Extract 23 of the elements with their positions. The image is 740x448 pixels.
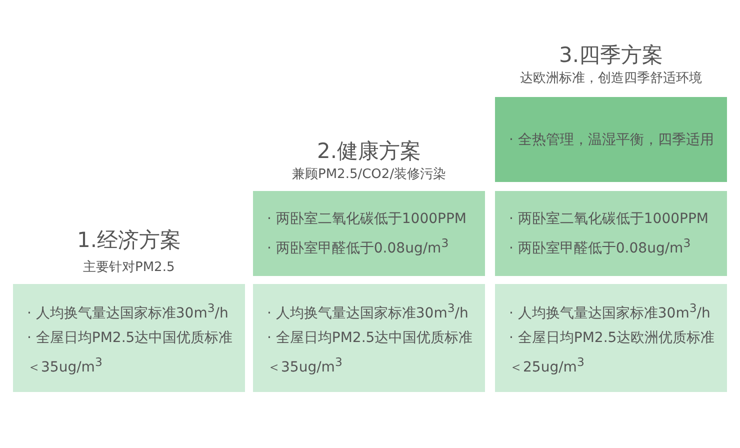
plan-heading: 1.经济方案 — [77, 227, 182, 254]
plan-subtitle: 主要针对PM2.5 — [83, 259, 175, 276]
plan-box — [495, 284, 727, 392]
bullet-text: · 全屋日均PM2.5达中国优质标准＜35ug/m$^{3}$ — [27, 329, 234, 378]
bullet-text: · 全屋日均PM2.5达中国优质标准＜35ug/m$^{3}$ — [267, 329, 474, 378]
plan-subtitle: 兼顾PM2.5/CO2/装修污染 — [292, 166, 446, 183]
plan-heading: 3.四季方案 — [559, 42, 664, 69]
bullet-text: · 人均换气量达国家标准30m$^{3}$/h — [267, 300, 470, 324]
bullet-text: · 两卧室甲醛低于0.08ug/m$^{3}$ — [267, 234, 450, 258]
bullet-text: · 人均换气量达国家标准30m$^{3}$/h — [509, 300, 712, 324]
bullet-text: · 两卧室二氧化碳低于1000PPM — [267, 210, 468, 229]
plan-heading: 2.健康方案 — [317, 138, 422, 165]
plan-box — [495, 97, 727, 182]
bullet-text: · 两卧室甲醛低于0.08ug/m$^{3}$ — [509, 234, 692, 258]
bullet-text: · 人均换气量达国家标准30m$^{3}$/h — [27, 300, 230, 324]
plan-box — [13, 284, 245, 392]
plan-box — [253, 284, 485, 392]
bullet-text: · 全热管理，温湿平衡，四季适用 — [509, 130, 715, 150]
plan-subtitle: 达欧洲标准，创造四季舒适环境 — [520, 70, 702, 87]
plan-box — [253, 191, 485, 276]
bullet-text: · 全屋日均PM2.5达欧洲优质标准＜25ug/m$^{3}$ — [509, 329, 716, 378]
bullet-text: · 两卧室二氧化碳低于1000PPM — [509, 210, 710, 229]
plan-box — [495, 191, 727, 276]
